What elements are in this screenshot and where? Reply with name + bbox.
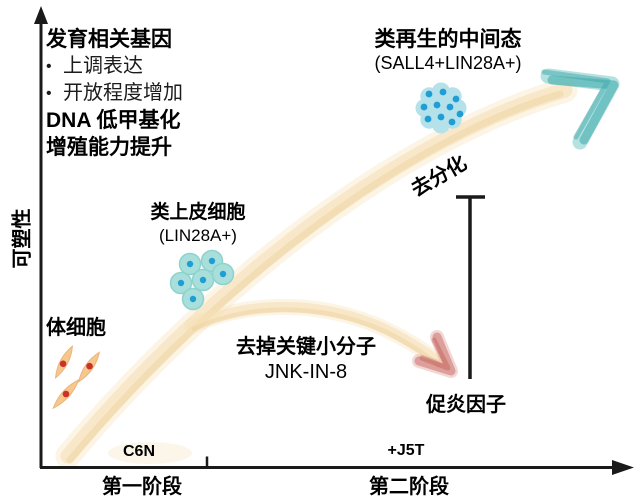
fibroblast-nucleus: [59, 360, 67, 368]
bullet-icon: •: [46, 85, 52, 102]
x-axis-stage-2: 第二阶段: [369, 476, 449, 498]
trajectory-stroke-core: [66, 90, 564, 464]
pink-arrowhead-stroke-mid: [414, 332, 456, 376]
epithelial-nucleus: [219, 270, 227, 278]
fibroblast-nucleus: [86, 362, 93, 370]
gene-block-bullet-2: • 开放程度增加: [46, 80, 183, 107]
gene-block-bullet-2-text: 开放程度增加: [63, 82, 183, 104]
intermediate-cluster-icon: [415, 82, 467, 134]
epithelial-cells-title: 类上皮细胞: [150, 202, 246, 223]
intermediate-nucleus: [433, 101, 441, 109]
x-axis-condition-1: C6N: [122, 443, 155, 460]
intermediate-nucleus: [439, 88, 447, 96]
x-axis-condition-2: +J5T: [387, 442, 425, 459]
gene-annotation-block: 发育相关基因 • 上调表达 • 开放程度增加 DNA 低甲基化 增殖能力提升: [46, 26, 183, 161]
intermediate-state-title: 类再生的中间态: [374, 28, 522, 51]
intermediate-nucleus: [452, 95, 460, 103]
teal-arrowhead-stroke-core: [541, 69, 611, 140]
branch-stroke-mid: [187, 301, 445, 368]
pink-arrowhead-icon: [412, 330, 458, 378]
gene-block-dna-line: DNA 低甲基化: [46, 109, 181, 132]
y-axis-arrow-icon: [34, 6, 48, 24]
branch-note-label: 去掉关键小分子 JNK-IN-8: [213, 335, 399, 385]
epithelial-nucleus: [199, 276, 207, 284]
branch-arrow: [184, 298, 448, 371]
intermediate-nucleus: [446, 103, 454, 111]
pink-arrowhead-stroke-core: [419, 337, 451, 371]
x-axis-stage-1: 第一阶段: [102, 476, 182, 498]
epithelial-nucleus: [186, 260, 194, 268]
y-axis: [34, 6, 48, 468]
epithelial-nucleus: [208, 257, 216, 265]
epithelial-nucleus: [177, 279, 185, 287]
x-axis-arrow-icon: [612, 460, 634, 475]
trajectory-tail-smudge: [108, 442, 192, 464]
x-axis: [40, 456, 634, 475]
intermediate-nucleus: [420, 103, 428, 111]
epithelial-nucleus: [189, 295, 197, 303]
gene-block-title: 发育相关基因: [46, 28, 172, 51]
intermediate-nucleus: [448, 118, 456, 126]
intermediate-state-markers: (SALL4+LIN28A+): [374, 53, 522, 73]
intermediate-nucleus: [456, 110, 464, 118]
y-axis-label: 可塑性: [11, 208, 34, 269]
branch-note-line1: 去掉关键小分子: [236, 336, 376, 358]
teal-arrowhead-stroke-mid: [547, 75, 619, 145]
gene-block-bullet-1-text: 上调表达: [63, 55, 143, 77]
trajectory-stroke-mid: [60, 82, 573, 464]
main-trajectory-arrow: [55, 77, 578, 469]
gene-block-proliferation-line: 增殖能力提升: [46, 136, 172, 159]
inhibition-bar-icon: [456, 195, 485, 379]
intermediate-state-label: 类再生的中间态 (SALL4+LIN28A+): [352, 27, 544, 74]
gene-block-bullet-1: • 上调表达: [46, 53, 183, 80]
somatic-cells-label: 体细胞: [46, 317, 106, 339]
bullet-icon: •: [46, 58, 52, 75]
fibroblast-nucleus: [62, 390, 70, 398]
intermediate-nucleus: [424, 115, 432, 123]
somatic-cells-icon: [52, 344, 101, 410]
teal-arrowhead-icon: [540, 68, 620, 150]
branch-stroke-core: [191, 307, 441, 368]
inflammatory-factors-label: 促炎因子: [426, 394, 506, 416]
epithelial-cells-label: 类上皮细胞 (LIN28A+): [133, 201, 263, 247]
epithelial-cluster-icon: [169, 249, 235, 311]
intermediate-nucleus: [437, 113, 445, 121]
epithelial-cells-markers: (LIN28A+): [159, 226, 237, 245]
branch-note-line2: JNK-IN-8: [264, 361, 348, 383]
intermediate-nucleus: [425, 90, 433, 98]
